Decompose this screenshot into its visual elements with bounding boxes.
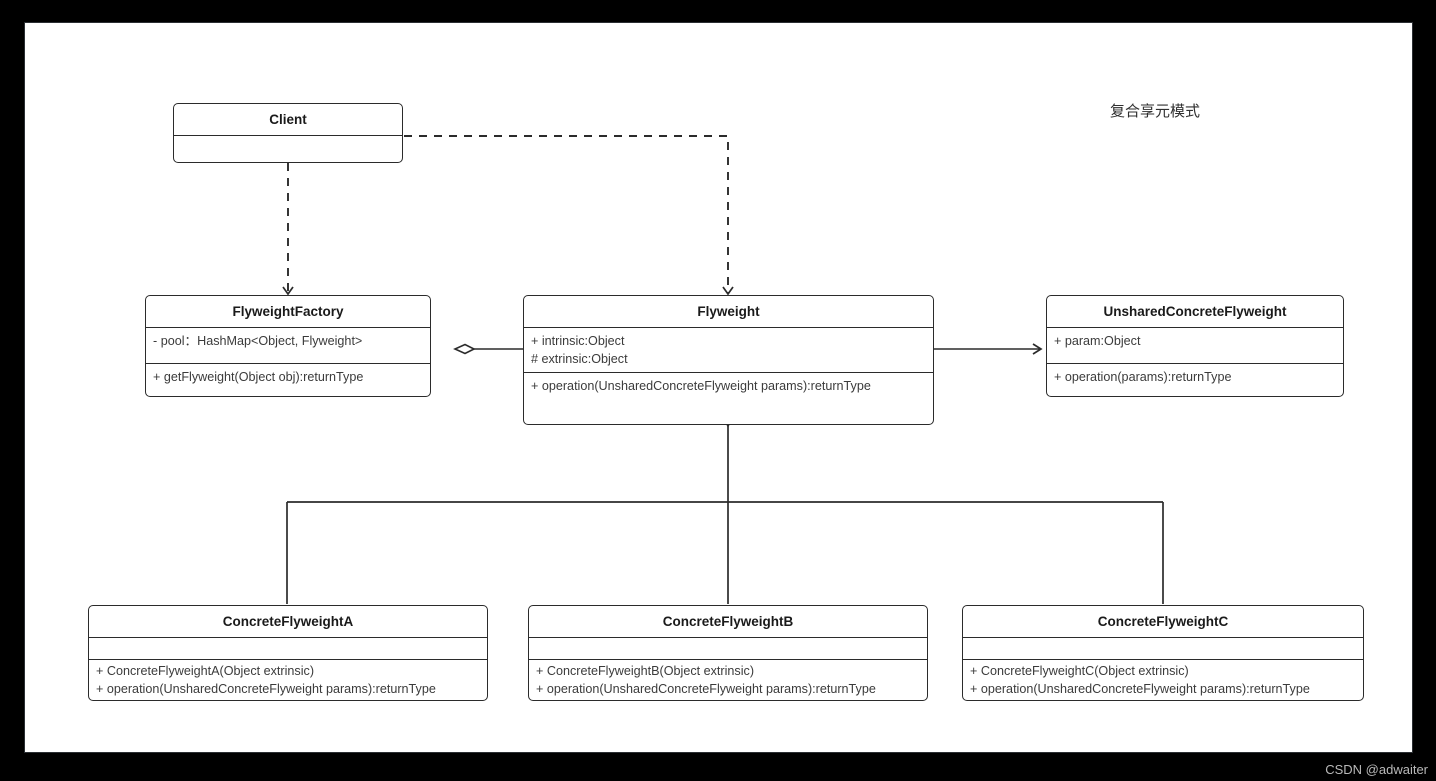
class-box-client[interactable]: Client bbox=[173, 103, 403, 163]
class-title-unshared-concrete-flyweight: UnsharedConcreteFlyweight bbox=[1103, 303, 1287, 319]
compartment-divider bbox=[1047, 327, 1343, 328]
class-methods-unshared-concrete-flyweight: + operation(params):returnType bbox=[1047, 364, 1343, 396]
compartment-divider bbox=[524, 327, 933, 328]
compartment-divider bbox=[146, 363, 430, 364]
class-title-concrete-flyweight-b: ConcreteFlyweightB bbox=[662, 613, 794, 629]
compartment-divider bbox=[89, 637, 487, 638]
class-title-flyweight-factory: FlyweightFactory bbox=[232, 303, 344, 319]
class-box-concrete-flyweight-a[interactable]: ConcreteFlyweightA + ConcreteFlyweightA(… bbox=[88, 605, 488, 701]
compartment-divider bbox=[174, 135, 402, 136]
class-attribute: + param:Object bbox=[1054, 334, 1141, 348]
class-attribute: + intrinsic:Object bbox=[531, 334, 625, 348]
class-attributes-unshared-concrete-flyweight: + param:Object bbox=[1047, 328, 1343, 363]
compartment-divider bbox=[146, 327, 430, 328]
class-methods-concrete-flyweight-b: + ConcreteFlyweightB(Object extrinsic) +… bbox=[529, 660, 927, 700]
class-title-concrete-flyweight-a: ConcreteFlyweightA bbox=[222, 613, 354, 629]
compartment-divider bbox=[89, 659, 487, 660]
class-box-flyweight-factory[interactable]: FlyweightFactory - pool：HashMap<Object, … bbox=[145, 295, 431, 397]
compartment-divider bbox=[963, 637, 1363, 638]
class-method: + ConcreteFlyweightA(Object extrinsic) bbox=[96, 664, 315, 678]
class-attributes-concrete-flyweight-b bbox=[529, 638, 927, 659]
class-title-concrete-flyweight-c: ConcreteFlyweightC bbox=[1097, 613, 1229, 629]
class-attribute: # extrinsic:Object bbox=[531, 351, 628, 366]
class-box-concrete-flyweight-b[interactable]: ConcreteFlyweightB + ConcreteFlyweightB(… bbox=[528, 605, 928, 701]
diagram-caption: 复合享元模式 bbox=[1110, 102, 1201, 120]
class-box-unshared-concrete-flyweight[interactable]: UnsharedConcreteFlyweight + param:Object… bbox=[1046, 295, 1344, 397]
compartment-divider bbox=[524, 372, 933, 373]
edge-client-to-flyweight bbox=[404, 135, 734, 296]
class-box-concrete-flyweight-c[interactable]: ConcreteFlyweightC + ConcreteFlyweightC(… bbox=[962, 605, 1364, 701]
class-box-flyweight[interactable]: Flyweight + intrinsic:Object # extrinsic… bbox=[523, 295, 934, 425]
class-attributes-concrete-flyweight-c bbox=[963, 638, 1363, 659]
class-methods-flyweight: + operation(UnsharedConcreteFlyweight pa… bbox=[524, 373, 933, 409]
class-method: + operation(UnsharedConcreteFlyweight pa… bbox=[970, 681, 1310, 696]
class-methods-concrete-flyweight-a: + ConcreteFlyweightA(Object extrinsic) +… bbox=[89, 660, 487, 700]
compartment-divider bbox=[963, 659, 1363, 660]
class-attributes-flyweight: + intrinsic:Object # extrinsic:Object bbox=[524, 328, 933, 372]
class-method: + operation(params):returnType bbox=[1054, 370, 1232, 384]
class-attributes-concrete-flyweight-a bbox=[89, 638, 487, 659]
class-attributes-client bbox=[174, 136, 402, 162]
class-method: + getFlyweight(Object obj):returnType bbox=[153, 370, 364, 384]
class-method: + operation(UnsharedConcreteFlyweight pa… bbox=[536, 681, 876, 696]
class-methods-concrete-flyweight-c: + ConcreteFlyweightC(Object extrinsic) +… bbox=[963, 660, 1363, 700]
class-attributes-flyweight-factory: - pool：HashMap<Object, Flyweight> bbox=[146, 328, 430, 363]
diagram-canvas: FlyweightFactory (dashed dependency, dow… bbox=[25, 23, 1412, 752]
class-method: + operation(UnsharedConcreteFlyweight pa… bbox=[96, 681, 436, 696]
class-attribute: - pool：HashMap<Object, Flyweight> bbox=[153, 334, 363, 348]
class-title-client: Client bbox=[269, 111, 307, 127]
class-title-flyweight: Flyweight bbox=[697, 303, 760, 319]
class-methods-flyweight-factory: + getFlyweight(Object obj):returnType bbox=[146, 364, 430, 396]
compartment-divider bbox=[1047, 363, 1343, 364]
class-method: + ConcreteFlyweightC(Object extrinsic) bbox=[970, 664, 1189, 678]
class-method: + operation(UnsharedConcreteFlyweight pa… bbox=[531, 379, 871, 393]
compartment-divider bbox=[529, 659, 927, 660]
class-method: + ConcreteFlyweightB(Object extrinsic) bbox=[536, 664, 755, 678]
watermark-label: CSDN @adwaiter bbox=[1325, 762, 1428, 777]
compartment-divider bbox=[529, 637, 927, 638]
